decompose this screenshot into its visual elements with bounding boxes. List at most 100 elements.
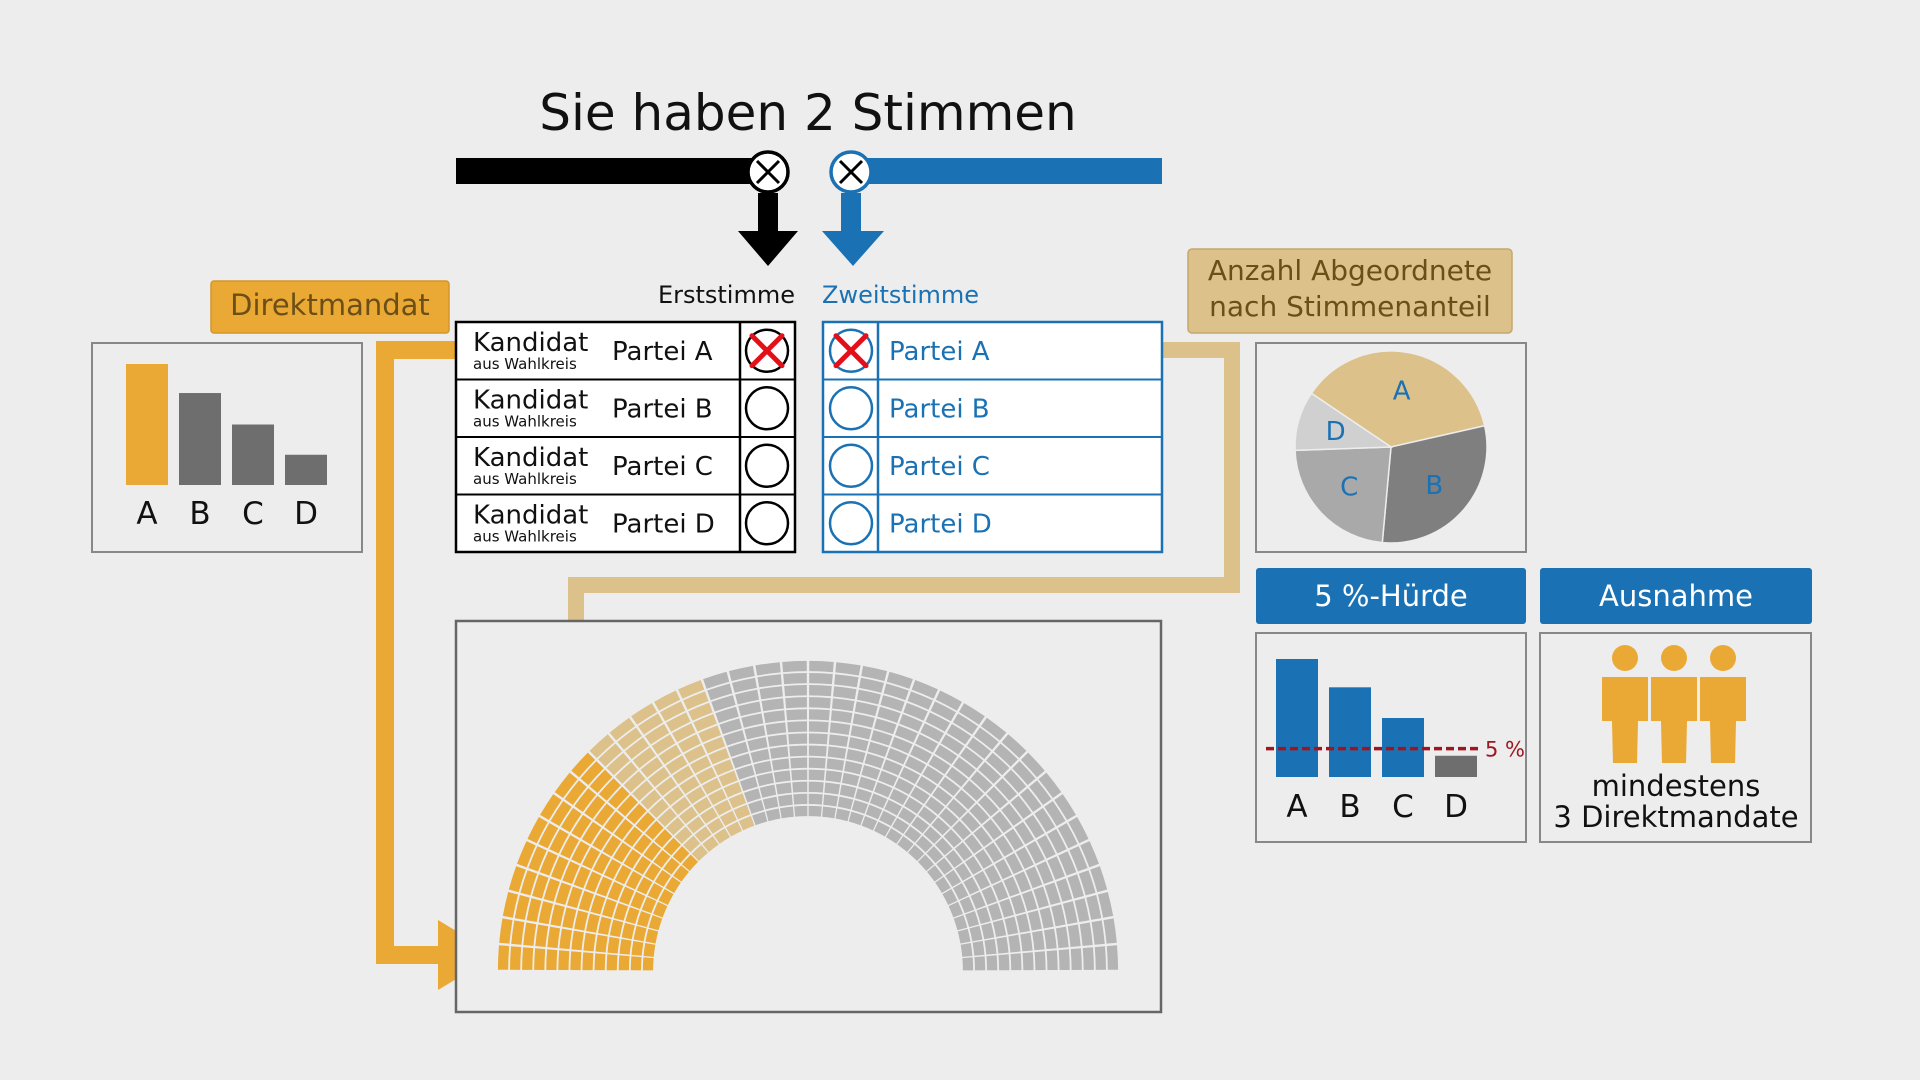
parliament-seat — [1062, 901, 1078, 925]
second-vote-checkbox[interactable] — [828, 386, 874, 431]
parliament-seat — [696, 766, 717, 785]
parliament-seat — [584, 795, 606, 819]
parliament-seat — [567, 886, 583, 909]
parliament-seat — [594, 953, 606, 971]
parliament-seat — [935, 690, 962, 711]
parliament-seat — [855, 788, 873, 803]
pie-slice — [1381, 424, 1488, 544]
parliament-seat — [918, 806, 937, 825]
parliament-seat — [630, 891, 646, 910]
parliament-seat — [595, 934, 608, 953]
pie-slice — [1294, 392, 1394, 452]
first-vote-checkbox[interactable] — [744, 443, 790, 488]
zweitstimme-bar — [852, 158, 1162, 184]
parliament-seat — [645, 928, 659, 944]
parliament-seat — [660, 701, 686, 722]
parliament-seat — [856, 689, 881, 705]
parliament-seat — [1090, 866, 1108, 893]
parliament-seat — [882, 759, 903, 776]
parliament-seat — [984, 864, 1002, 885]
parliament-seat — [867, 741, 889, 758]
parliament-seat — [608, 786, 630, 809]
parliament-seat — [752, 811, 768, 826]
parliament-seat — [833, 686, 857, 700]
parliament-seat — [946, 767, 968, 787]
first-vote-checkbox[interactable] — [744, 501, 790, 546]
parliament-seat — [1008, 934, 1021, 953]
parliament-seat — [643, 942, 656, 957]
parliament-seat — [861, 665, 888, 682]
parliament-seat — [864, 753, 885, 769]
parliament-seat — [879, 810, 897, 827]
parliament-seat — [784, 685, 807, 697]
parliament-seat — [828, 734, 849, 747]
parliament-seat — [809, 672, 833, 685]
parliament-seat — [619, 938, 632, 955]
parliament-seat — [690, 756, 712, 774]
parliament-seat — [1014, 821, 1035, 845]
parliament-seat — [1094, 946, 1107, 970]
parliament-seat — [549, 829, 569, 854]
parliament-seat — [640, 789, 662, 810]
parliament-seat — [613, 818, 634, 840]
parliament-seat — [614, 864, 632, 885]
direktmandat-bar — [232, 424, 274, 485]
parliament-seat — [824, 782, 841, 795]
second-vote-cross-icon — [833, 333, 869, 369]
parliament-seat — [574, 788, 597, 812]
parliament-seat — [935, 876, 951, 894]
parliament-seat — [1029, 780, 1052, 806]
erststimme-label: Erststimme — [658, 281, 795, 309]
parliament-seat — [910, 745, 932, 764]
parliament-seat — [693, 714, 717, 732]
parliament-seat — [769, 746, 789, 759]
first-vote-checkbox[interactable] — [744, 386, 790, 431]
parliament-seat — [733, 804, 751, 820]
parliament-seat — [658, 888, 674, 905]
parliament-seat — [1067, 874, 1084, 899]
parliament-seat — [822, 806, 837, 819]
erststimme-cross-icon — [746, 150, 790, 194]
parliament-seat — [808, 805, 822, 817]
parliament-seat — [835, 662, 861, 676]
parliament-seat — [574, 910, 589, 931]
parliament-seat — [554, 772, 578, 799]
parliament-seat — [653, 901, 668, 918]
parliament-seat — [585, 871, 602, 893]
parliament-seat — [1058, 851, 1077, 876]
parliament-seat — [711, 695, 736, 712]
anzahl-label-line2: nach Stimmenanteil — [1209, 290, 1491, 323]
second-vote-checkbox[interactable] — [828, 443, 874, 488]
parliament-seat — [823, 794, 839, 807]
parliament-seat — [590, 894, 606, 915]
parliament-seat — [854, 701, 878, 717]
parliament-seat — [753, 760, 772, 775]
parliament-seat — [915, 835, 933, 853]
parliament-seat — [763, 710, 786, 724]
parliament-seat — [998, 954, 1010, 971]
parliament-seat — [1020, 752, 1045, 778]
parliament-seat — [623, 849, 642, 869]
parliament-seat — [642, 957, 654, 971]
parliament-seat — [609, 717, 636, 741]
second-vote-checkbox[interactable] — [828, 501, 874, 546]
parliament-seat — [540, 794, 562, 821]
parliament-seat — [645, 820, 664, 840]
parliament-seat — [785, 697, 807, 709]
parliament-seat — [788, 733, 808, 745]
parliament-seat — [550, 801, 572, 827]
parliament-seat — [747, 737, 768, 752]
parliament-seat — [1019, 788, 1042, 812]
parliament-seat — [829, 722, 851, 736]
candidate-label: Kandidat — [473, 501, 588, 531]
parliament-seat — [808, 745, 827, 757]
parliament-seat — [809, 685, 832, 697]
parliament-seat — [1021, 890, 1038, 912]
parliament-seat — [1080, 841, 1099, 868]
parliament-seat — [719, 810, 737, 827]
parliament-seat — [532, 874, 549, 899]
parliament-seat — [910, 786, 930, 805]
parliament-seat — [969, 925, 983, 942]
parliament-seat — [994, 859, 1013, 880]
parliament-seat — [931, 817, 950, 836]
